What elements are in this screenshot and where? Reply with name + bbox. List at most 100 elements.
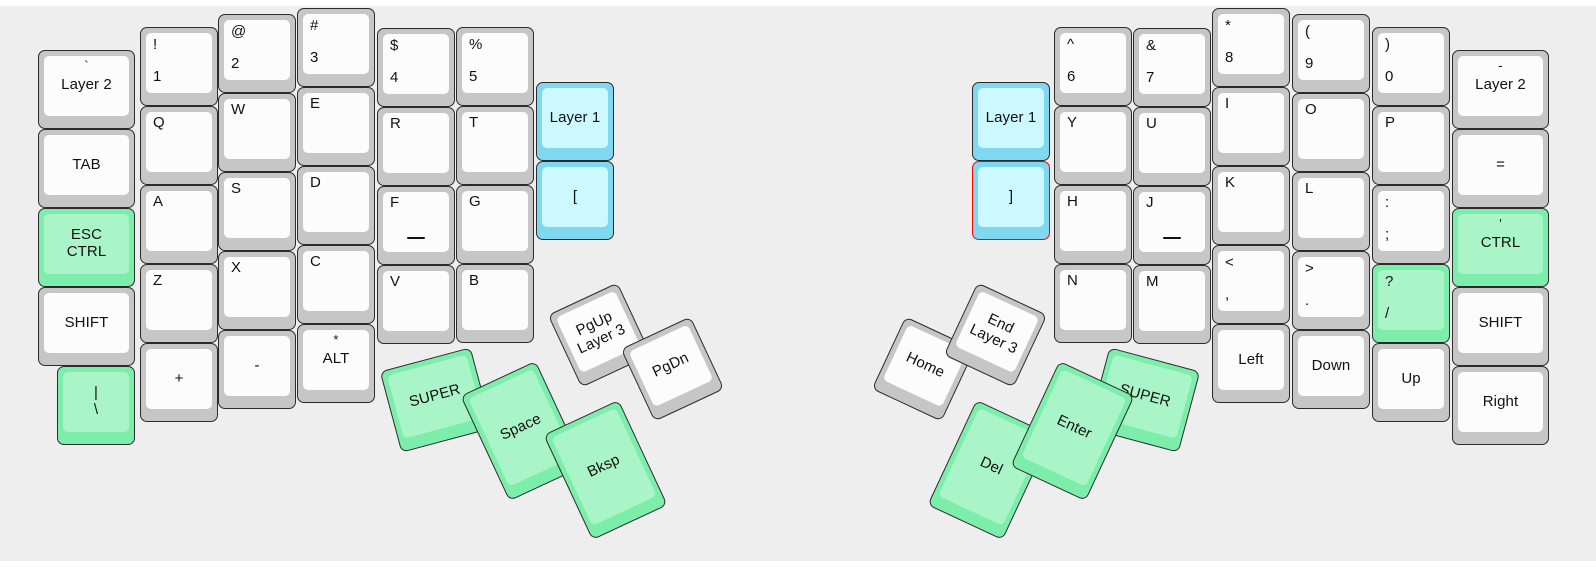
key-l-c1-r0[interactable]: !1 — [140, 27, 218, 106]
key-r-c4-r1[interactable]: O — [1292, 93, 1370, 172]
key-legend-top: - — [1498, 58, 1503, 73]
key-r-c6-r4[interactable]: Right — [1452, 366, 1549, 445]
key-l-c2-r1[interactable]: W — [218, 93, 296, 172]
key-r-c1-r2[interactable]: H — [1054, 185, 1132, 264]
key-l-c3-r2[interactable]: D — [297, 166, 375, 245]
key-l-c4-r2[interactable]: F — [377, 186, 455, 265]
keycap-surface: :; — [1378, 191, 1444, 251]
keycap-surface: Right — [1458, 372, 1543, 432]
keycap-surface: Y — [1060, 112, 1126, 172]
key-legend-main: Up — [1401, 369, 1421, 387]
key-r-c2-r2[interactable]: J — [1133, 186, 1211, 265]
key-r-c4-r3[interactable]: >. — [1292, 251, 1370, 330]
key-legend-main: 1 — [153, 68, 162, 86]
key-l-c2-r0[interactable]: @2 — [218, 14, 296, 93]
keycap-surface: C — [303, 251, 369, 311]
key-l-c0-r1[interactable]: TAB — [38, 129, 135, 208]
key-r-c3-r3[interactable]: <, — [1212, 245, 1290, 324]
key-r-c2-r0[interactable]: &7 — [1133, 28, 1211, 107]
keycap-surface: |\ — [63, 372, 129, 432]
keycap-surface: Layer 1 — [978, 88, 1044, 148]
key-legend-main: Layer 2 — [1475, 76, 1526, 93]
keycap-surface: N — [1060, 270, 1126, 330]
key-l-c3-r3[interactable]: C — [297, 245, 375, 324]
key-l-c6-r1[interactable]: [ — [536, 161, 614, 240]
key-r-c5-r4[interactable]: Up — [1372, 343, 1450, 422]
key-r-c6-r2[interactable]: 'CTRL — [1452, 208, 1549, 287]
key-r-c5-r0[interactable]: )0 — [1372, 27, 1450, 106]
keycap-surface: = — [1458, 135, 1543, 195]
key-legend-main: V — [390, 273, 401, 290]
key-r-c5-r1[interactable]: P — [1372, 106, 1450, 185]
key-r-c1-r0[interactable]: ^6 — [1054, 27, 1132, 106]
keycap-surface: L — [1298, 178, 1364, 238]
key-l-c0-r0[interactable]: `Layer 2 — [38, 50, 135, 129]
key-r-c3-r4[interactable]: Left — [1212, 324, 1290, 403]
homing-bar-icon — [407, 236, 425, 239]
key-legend-main: 0 — [1385, 68, 1394, 86]
key-l-c5-r0[interactable]: %5 — [456, 27, 534, 106]
keycap-surface: - Layer 2 — [1458, 56, 1543, 116]
keycap-surface: <, — [1218, 251, 1284, 311]
key-l-c0-r4[interactable]: |\ — [57, 366, 135, 445]
key-legend-top: > — [1305, 260, 1314, 277]
key-legend-main: R — [390, 115, 401, 132]
key-r-c5-r3[interactable]: ?/ — [1372, 264, 1450, 343]
key-l-c1-r4[interactable]: + — [140, 343, 218, 422]
key-l-c4-r0[interactable]: $4 — [377, 28, 455, 107]
keycap-surface: S — [224, 178, 290, 238]
key-legend-main: A — [153, 193, 164, 210]
key-r-c3-r1[interactable]: I — [1212, 87, 1290, 166]
key-l-c2-r3[interactable]: X — [218, 251, 296, 330]
keycap-surface: Bksp — [551, 407, 657, 526]
key-r-c3-r0[interactable]: *8 — [1212, 8, 1290, 87]
keycap-surface: %5 — [462, 33, 528, 93]
key-legend-main: L — [1305, 180, 1314, 197]
key-l-c1-r3[interactable]: Z — [140, 264, 218, 343]
key-legend-main: ] — [1008, 187, 1014, 205]
key-r-c3-r2[interactable]: K — [1212, 166, 1290, 245]
key-l-c6-r0[interactable]: Layer 1 — [536, 82, 614, 161]
key-l-c4-r1[interactable]: R — [377, 107, 455, 186]
key-l-c3-r0[interactable]: #3 — [297, 8, 375, 87]
key-legend-top: * — [1225, 17, 1231, 34]
key-r-c6-r0[interactable]: - Layer 2 — [1452, 50, 1549, 129]
key-legend-main: Layer 1 — [985, 108, 1037, 126]
key-l-c3-r4[interactable]: *ALT — [297, 324, 375, 403]
key-l-c1-r1[interactable]: Q — [140, 106, 218, 185]
keycap-surface: &7 — [1139, 34, 1205, 94]
key-l-c3-r1[interactable]: E — [297, 87, 375, 166]
key-l-c5-r1[interactable]: T — [456, 106, 534, 185]
key-r-c2-r1[interactable]: U — [1133, 107, 1211, 186]
keycap-surface: ^6 — [1060, 33, 1126, 93]
key-l-c0-r3[interactable]: SHIFT — [38, 287, 135, 366]
key-legend-main: O — [1305, 101, 1317, 118]
key-legend-main: Del — [977, 453, 1006, 479]
keycap-surface: *ALT — [303, 330, 369, 390]
key-legend-top: ) — [1385, 36, 1391, 53]
key-l-c4-r3[interactable]: V — [377, 265, 455, 344]
key-l-c2-r4[interactable]: - — [218, 330, 296, 409]
keycap-surface: )0 — [1378, 33, 1444, 93]
key-r-c1-r3[interactable]: N — [1054, 264, 1132, 343]
key-l-c2-r2[interactable]: S — [218, 172, 296, 251]
key-r-c1-r1[interactable]: Y — [1054, 106, 1132, 185]
key-r-c6-r1[interactable]: = — [1452, 129, 1549, 208]
key-r-c0-r1[interactable]: ] — [972, 161, 1050, 240]
keycap-surface: O — [1298, 99, 1364, 159]
key-legend-main: TAB — [72, 155, 101, 173]
key-r-c4-r4[interactable]: Down — [1292, 330, 1370, 409]
key-legend-main: 8 — [1225, 49, 1234, 67]
key-r-c4-r0[interactable]: (9 — [1292, 14, 1370, 93]
key-r-c6-r3[interactable]: SHIFT — [1452, 287, 1549, 366]
key-r-c5-r2[interactable]: :; — [1372, 185, 1450, 264]
keycap-surface: $4 — [383, 34, 449, 94]
key-l-c5-r2[interactable]: G — [456, 185, 534, 264]
key-r-c0-r0[interactable]: Layer 1 — [972, 82, 1050, 161]
key-r-c4-r2[interactable]: L — [1292, 172, 1370, 251]
key-l-c5-r3[interactable]: B — [456, 264, 534, 343]
key-l-c1-r2[interactable]: A — [140, 185, 218, 264]
key-legend-main: P — [1385, 114, 1396, 131]
key-r-c2-r3[interactable]: M — [1133, 265, 1211, 344]
